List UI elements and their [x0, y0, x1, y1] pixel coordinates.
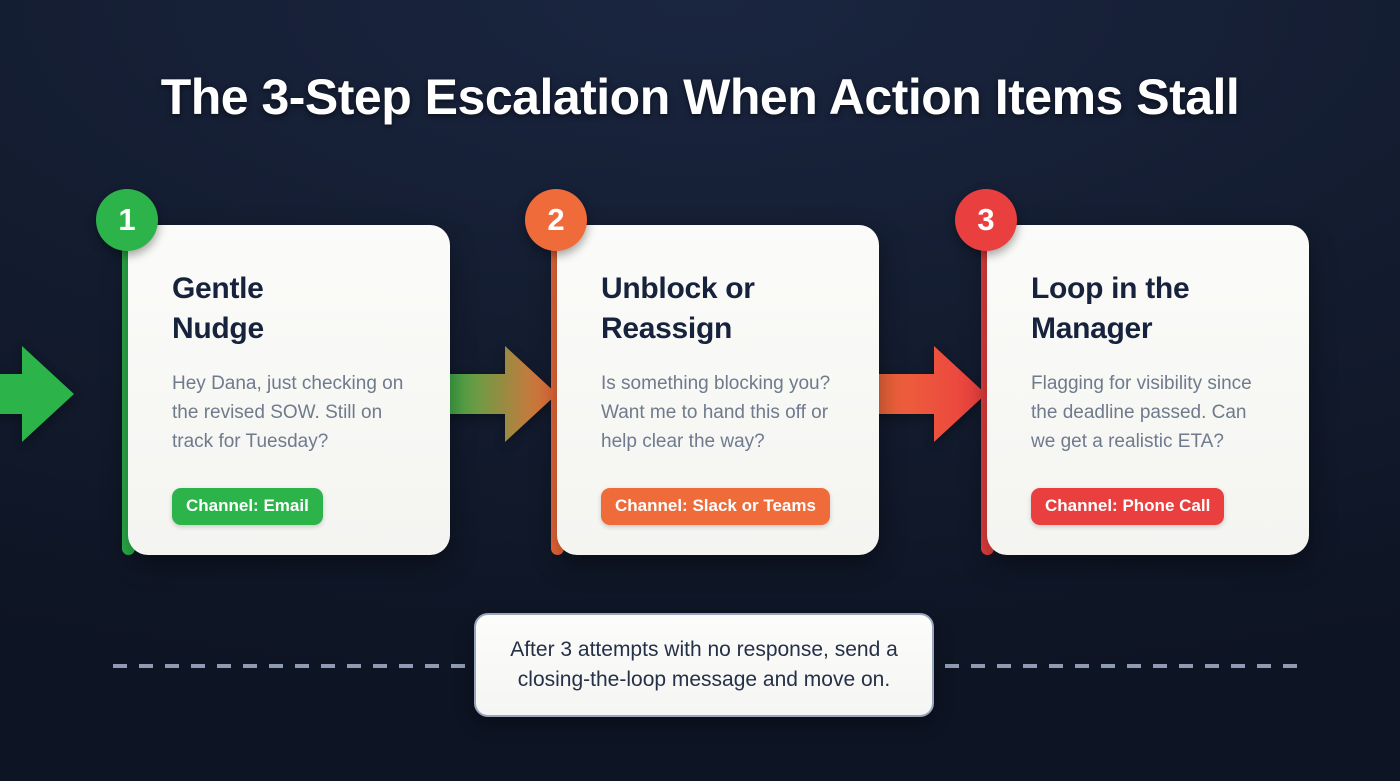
step-card-body-1: Gentle Nudge Hey Dana, just checking on … [128, 225, 450, 555]
step-card-body-2: Unblock or Reassign Is something blockin… [557, 225, 879, 555]
step-channel-badge-3: Channel: Phone Call [1031, 488, 1225, 525]
step-card-1[interactable]: 1 Gentle Nudge Hey Dana, just checking o… [96, 189, 450, 558]
step-description-2: Is something blocking you? Want me to ha… [601, 373, 831, 452]
step-description-3: Flagging for visibility since the deadli… [1031, 373, 1252, 452]
step-card-3[interactable]: 3 Loop in the Manager Flagging for visib… [955, 189, 1309, 558]
step-card-2[interactable]: 2 Unblock or Reassign Is something block… [525, 189, 879, 558]
step-number-3: 3 [977, 201, 995, 237]
step-title-1: Gentle Nudge [172, 272, 264, 345]
step-title-2: Unblock or Reassign [601, 272, 755, 345]
step-marker-icon-1: 1 [96, 189, 158, 251]
footer-note-text: After 3 attempts with no response, send … [510, 638, 898, 691]
step-number-1: 1 [118, 201, 136, 237]
step-channel-badge-1: Channel: Email [172, 488, 323, 525]
step-description-1: Hey Dana, just checking on the revised S… [172, 373, 404, 452]
step-number-2: 2 [547, 201, 565, 237]
step-title-3: Loop in the Manager [1031, 272, 1190, 345]
step-marker-icon-3: 3 [955, 189, 1017, 251]
step-card-body-3: Loop in the Manager Flagging for visibil… [987, 225, 1309, 555]
step-marker-icon-2: 2 [525, 189, 587, 251]
arrow-into-step-1 [0, 346, 74, 442]
page-title: The 3-Step Escalation When Action Items … [160, 69, 1240, 125]
step-channel-badge-2: Channel: Slack or Teams [601, 488, 830, 525]
footer-note-box: After 3 attempts with no response, send … [474, 613, 934, 717]
arrow-step-2-to-step-3 [866, 346, 986, 442]
arrow-step-1-to-step-2 [437, 346, 557, 442]
